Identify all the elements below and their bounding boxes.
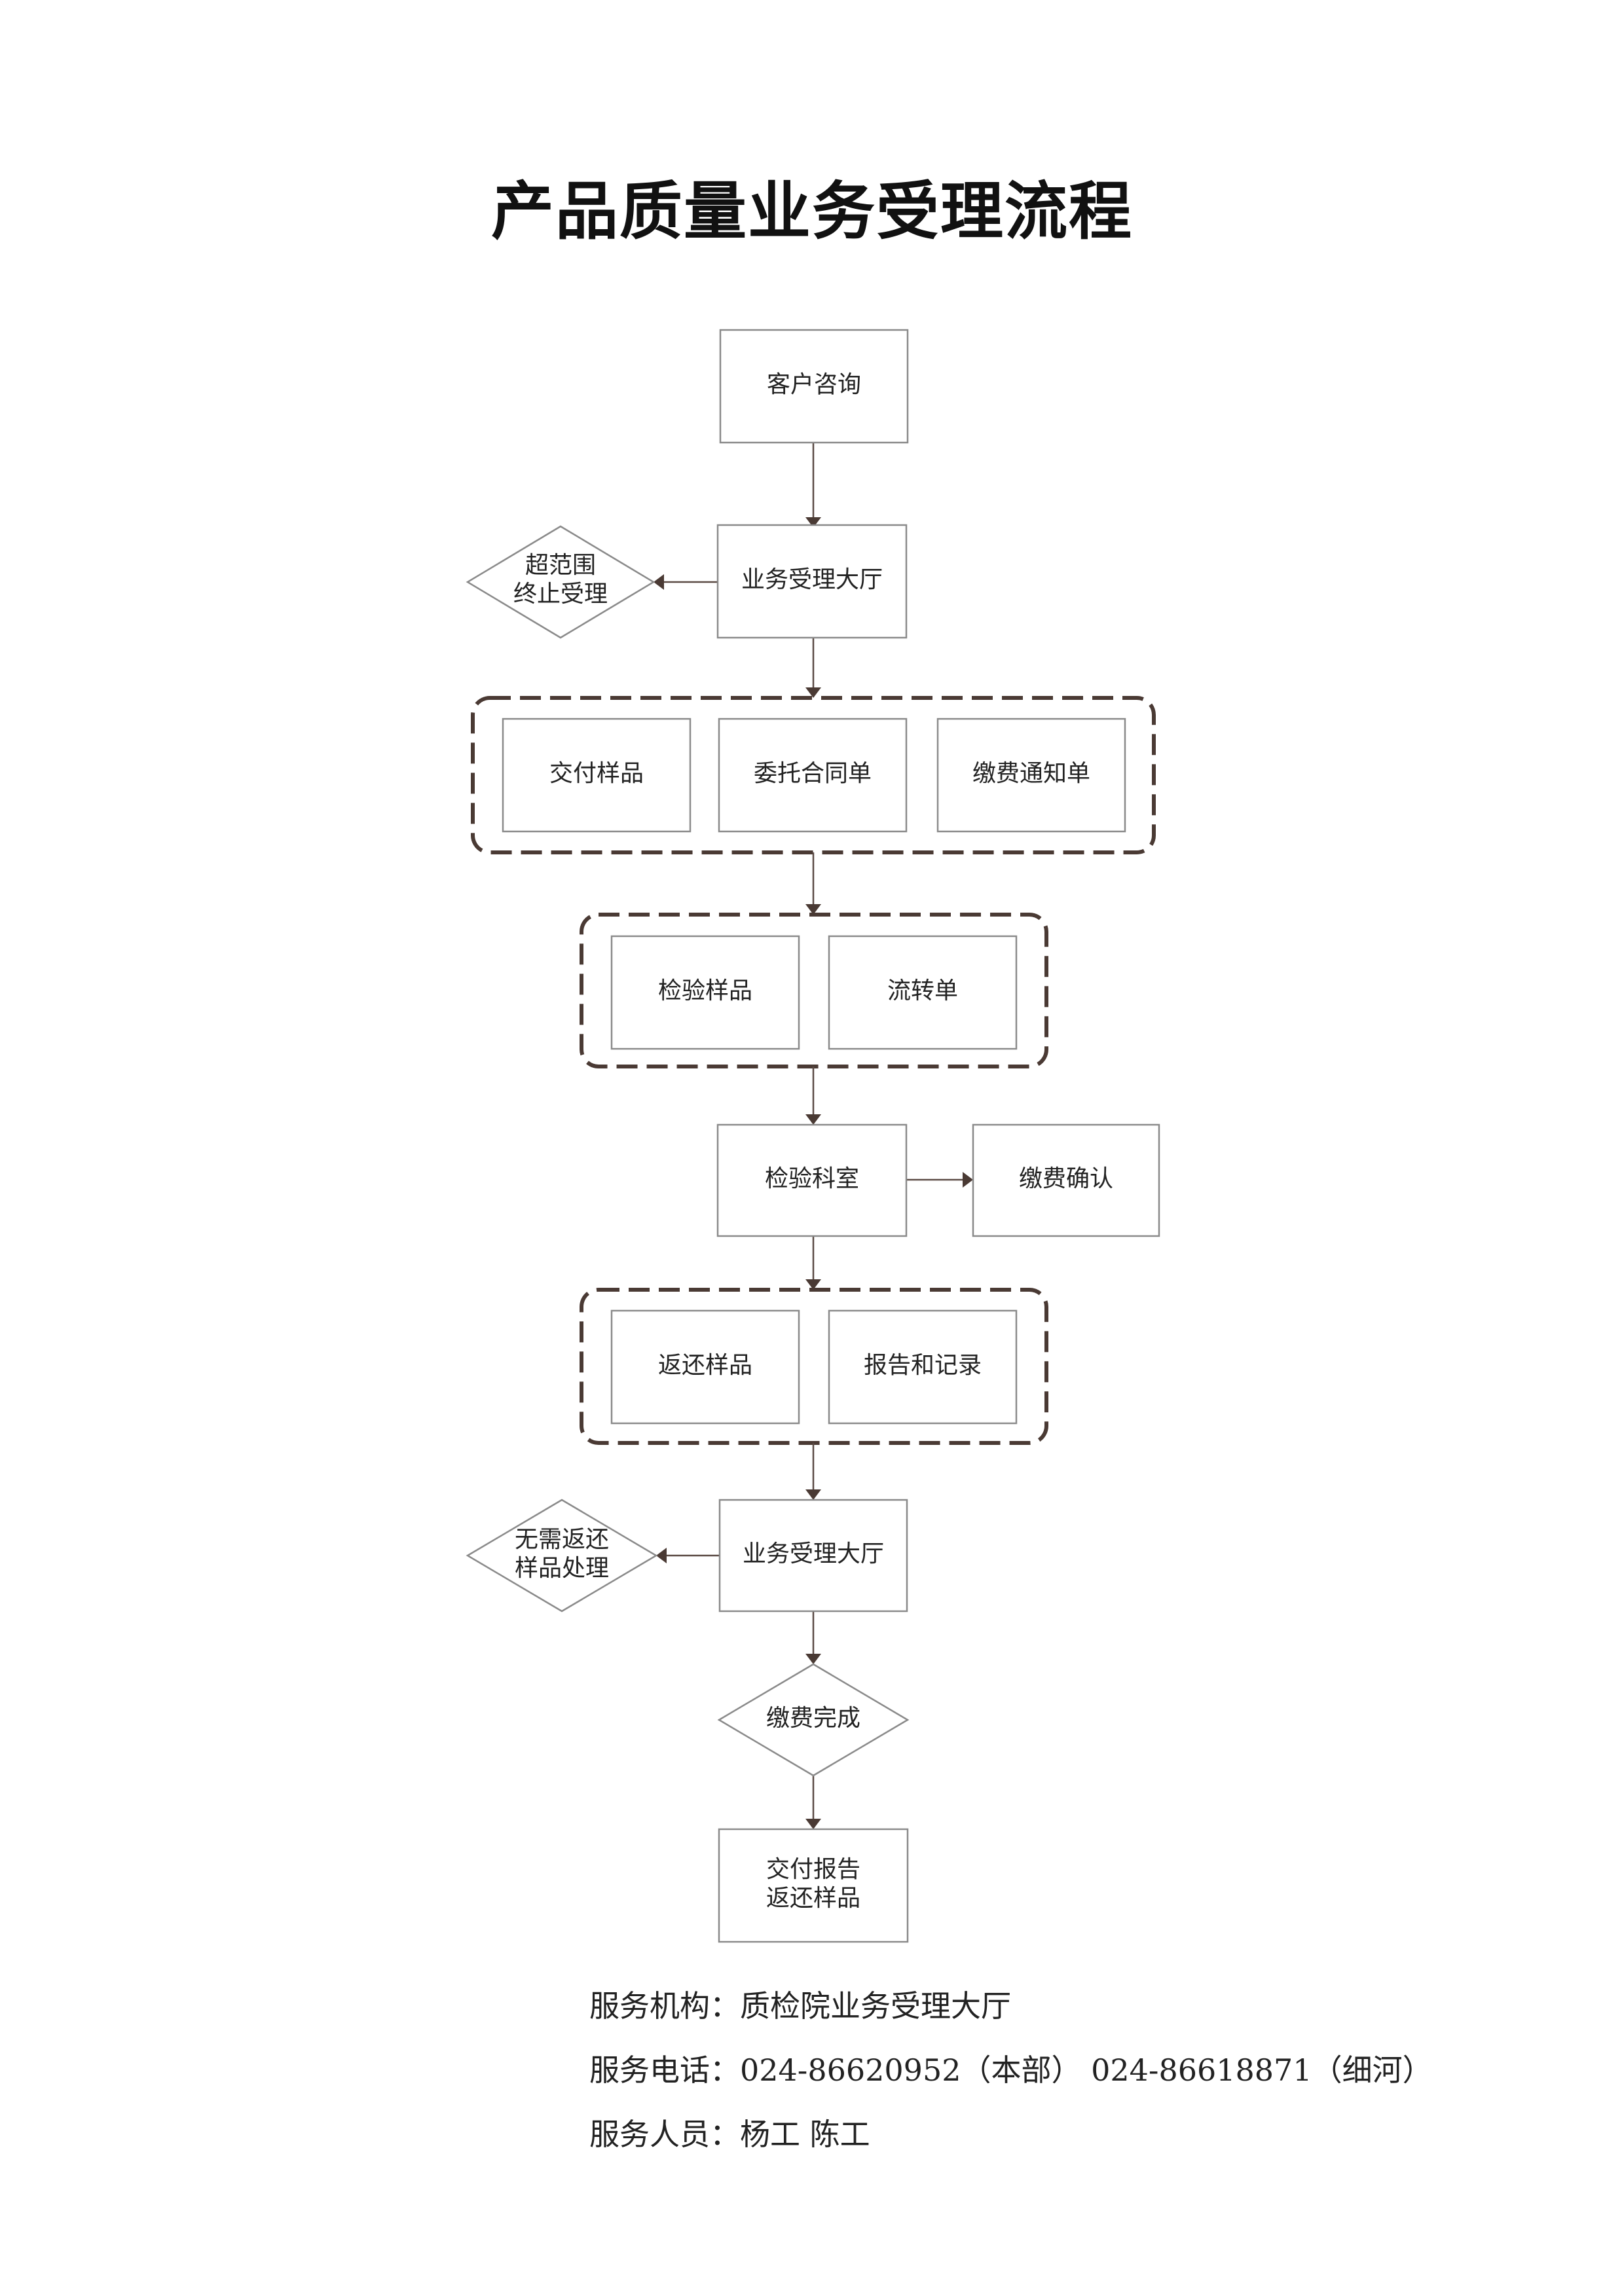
node-out-of-scope-line2: 终止受理 [513,581,608,608]
arrowhead [805,904,821,915]
node-final-line2: 返还样品 [766,1885,860,1912]
node-report-record-label: 报告和记录 [864,1352,982,1379]
arrowhead [656,1548,667,1563]
node-contract: 委托合同单 [718,718,908,833]
page-title: 产品质量业务受理流程 [491,174,1133,248]
node-out-of-scope: 超范围 终止受理 [466,525,655,639]
footer-phone: 服务电话：024-86620952（本部） 024-86618871（细河） [589,2052,1433,2088]
node-hall-1-label: 业务受理大厅 [741,566,883,593]
arrowhead [805,1114,821,1125]
node-hall-2-label: 业务受理大厅 [743,1540,884,1567]
node-payment-done-label: 缴费完成 [766,1705,860,1732]
node-deliver-sample: 交付样品 [502,718,692,833]
node-final-line1: 交付报告 [766,1856,860,1883]
node-hall-2: 业务受理大厅 [718,1499,908,1613]
node-final: 交付报告 返还样品 [718,1828,909,1943]
node-lab-label: 检验科室 [765,1165,859,1192]
footer-org: 服务机构：质检院业务受理大厅 [589,1988,1011,2024]
node-return-sample: 返还样品 [610,1309,800,1425]
node-payment-notice-label: 缴费通知单 [972,760,1090,787]
node-transfer-sheet-label: 流转单 [887,977,958,1004]
node-report-record: 报告和记录 [828,1309,1018,1425]
node-no-return-line1: 无需返还 [515,1526,609,1553]
arrowhead [805,517,821,528]
group-submission [471,696,1156,854]
node-consult: 客户咨询 [719,329,909,444]
node-payment-notice: 缴费通知单 [936,718,1126,833]
node-lab: 检验科室 [716,1123,908,1237]
node-payment-confirm-label: 缴费确认 [1019,1165,1113,1192]
node-payment-confirm: 缴费确认 [972,1123,1160,1237]
node-inspect-sample: 检验样品 [610,935,800,1050]
arrowhead [805,1819,821,1829]
node-contract-label: 委托合同单 [754,760,872,787]
node-payment-done: 缴费完成 [717,1663,910,1777]
node-out-of-scope-line1: 超范围 [525,552,596,579]
node-inspect-sample-label: 检验样品 [658,977,752,1004]
arrowhead [805,1279,821,1290]
arrowhead [805,1654,821,1664]
node-return-sample-label: 返还样品 [658,1352,752,1379]
footer-staff: 服务人员：杨工 陈工 [589,2117,870,2152]
node-consult-label: 客户咨询 [767,371,861,398]
node-hall-1: 业务受理大厅 [716,524,908,639]
node-no-return: 无需返还 样品处理 [466,1499,658,1613]
arrowhead [805,687,821,698]
arrowhead [805,1489,821,1500]
node-transfer-sheet: 流转单 [828,935,1018,1050]
node-no-return-line2: 样品处理 [515,1555,609,1582]
arrowhead [654,574,664,590]
arrowhead [963,1172,973,1188]
node-deliver-sample-label: 交付样品 [549,760,644,787]
